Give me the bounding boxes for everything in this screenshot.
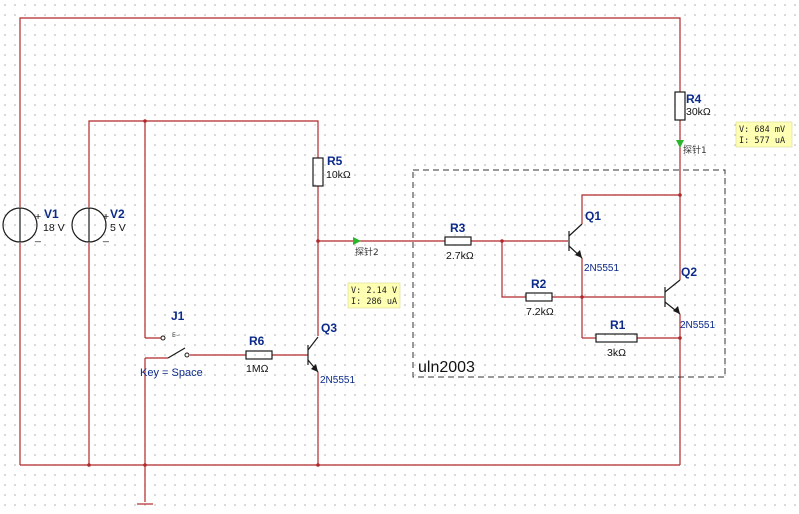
q3-model: 2N5551	[320, 375, 355, 386]
q1-ref: Q1	[585, 209, 601, 223]
r1-value: 3kΩ	[607, 347, 626, 359]
transistor-q1[interactable]: Q1 2N5551	[568, 209, 619, 274]
r5-ref: R5	[327, 154, 343, 168]
junctions	[87, 119, 682, 467]
v2-plus: +	[103, 211, 109, 223]
switch-j1[interactable]: J1 E∽ Key = Space	[140, 309, 203, 379]
resistor-r5[interactable]: R5 10kΩ	[312, 154, 351, 187]
resistor-r4[interactable]: R4 30kΩ	[674, 91, 711, 121]
q1-model: 2N5551	[584, 263, 619, 274]
probe-1[interactable]: 探针1 V: 684 mV I: 577 uA	[676, 121, 793, 156]
r3-value: 2.7kΩ	[446, 250, 474, 262]
wires	[19, 17, 681, 505]
resistor-r3[interactable]: R3 2.7kΩ	[444, 221, 474, 262]
probe-1-arrow-icon	[676, 140, 684, 148]
r5-value: 10kΩ	[326, 169, 351, 181]
subcircuit-label: uln2003	[418, 359, 475, 376]
r3-ref: R3	[450, 221, 466, 235]
v1-minus: _	[34, 231, 41, 243]
v1-plus: +	[35, 211, 41, 223]
q2-model: 2N5551	[680, 320, 715, 331]
q2-ref: Q2	[681, 265, 697, 279]
r6-ref: R6	[249, 334, 265, 348]
probe-2[interactable]: 探针2 V: 2.14 V I: 286 uA	[347, 237, 401, 309]
r2-value: 7.2kΩ	[526, 306, 554, 318]
resistor-r2[interactable]: R2 7.2kΩ	[525, 277, 554, 318]
q3-ref: Q3	[321, 321, 337, 335]
probe-2-arrow-icon	[353, 237, 361, 245]
probe-1-current: I: 577 uA	[739, 136, 785, 146]
r2-ref: R2	[531, 277, 547, 291]
resistor-r6[interactable]: R6 1MΩ	[245, 334, 273, 375]
r6-value: 1MΩ	[246, 363, 269, 375]
v2-minus: _	[102, 231, 109, 243]
probe-1-voltage: V: 684 mV	[739, 125, 785, 135]
v1-ref: V1	[44, 207, 59, 221]
r4-ref: R4	[686, 92, 702, 106]
v1-value: 18 V	[43, 222, 65, 234]
j1-ref: J1	[171, 309, 185, 323]
probe-2-name: 探针2	[355, 246, 379, 258]
j1-key: Key = Space	[140, 367, 203, 379]
probe-2-voltage: V: 2.14 V	[351, 286, 397, 296]
subcircuit-box[interactable]	[412, 169, 726, 378]
r1-ref: R1	[610, 318, 626, 332]
transistor-q3[interactable]: Q3 2N5551	[307, 321, 355, 386]
v2-ref: V2	[110, 207, 125, 221]
resistor-r1[interactable]: R1 3kΩ	[595, 318, 638, 359]
voltage-source-v2[interactable]: + _ V2 5 V	[71, 207, 126, 243]
probe-2-current: I: 286 uA	[351, 297, 397, 307]
r4-value: 30kΩ	[686, 106, 711, 118]
v2-value: 5 V	[110, 222, 126, 234]
voltage-source-v1[interactable]: + _ V1 18 V	[2, 207, 65, 243]
j1-sub: E∽	[172, 332, 181, 339]
transistor-q2[interactable]: Q2 2N5551	[664, 265, 715, 331]
probe-1-name: 探针1	[683, 144, 707, 156]
